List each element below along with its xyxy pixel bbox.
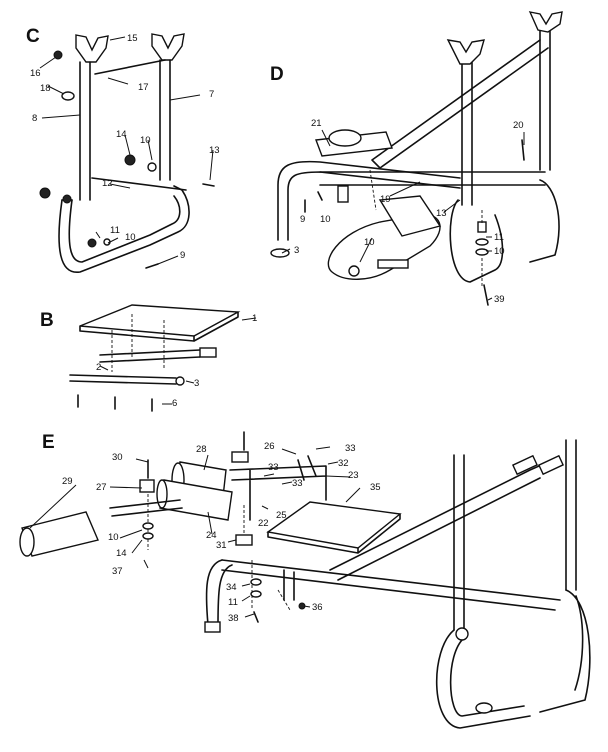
section-d-label: D [270, 64, 284, 85]
e-callout: 22 [258, 518, 269, 529]
c-callout: 9 [180, 250, 185, 261]
d-callout: 19 [380, 194, 391, 205]
d-callout: 10 [494, 246, 505, 257]
b-callout: 1 [252, 313, 257, 324]
d-callout: 10 [364, 237, 375, 248]
d-callout: 39 [494, 294, 505, 305]
e-base-frame [221, 559, 561, 611]
d-callout: 11 [494, 232, 504, 243]
d-left-cradle [446, 39, 485, 65]
c-left-cradle [75, 34, 109, 63]
e-callout: 23 [348, 470, 359, 481]
e-callout: 11 [228, 597, 238, 608]
e-callout: 33 [292, 478, 303, 489]
section-c-label: C [26, 26, 40, 47]
c-callout: 11 [110, 225, 120, 236]
c-callout: 17 [138, 82, 149, 93]
c-callout: 7 [209, 89, 214, 100]
e-callout: 38 [228, 613, 239, 624]
c-callout: 10 [125, 232, 136, 243]
c-base-frame [58, 189, 190, 273]
c-right-cradle [151, 33, 185, 61]
c-callout: 13 [209, 145, 220, 156]
e-callout: 33 [268, 462, 279, 473]
c-callout: 16 [30, 68, 41, 79]
b-callout: 3 [194, 378, 199, 389]
e-callout: 26 [264, 441, 275, 452]
c-bracket-18 [61, 91, 75, 101]
c-callout: 15 [127, 33, 138, 44]
c-nut-14 [124, 154, 136, 166]
e-callout: 24 [206, 530, 217, 541]
section-d: D 21 20 9 10 19 13 [270, 11, 563, 306]
e-callout: 31 [216, 540, 227, 551]
c-callout: 12 [102, 178, 113, 189]
section-e-label: E [42, 432, 55, 453]
d-callout: 9 [300, 214, 305, 225]
d-callout: 10 [320, 214, 331, 225]
e-callout: 33 [345, 443, 356, 454]
section-c: C 15 16 18 17 7 8 14 10 13 [26, 26, 220, 273]
e-callout: 30 [112, 452, 123, 463]
d-foot-cap [270, 248, 290, 258]
e-callout: 36 [312, 602, 323, 613]
section-b: B 1 2 3 6 [40, 304, 257, 412]
e-callout: 14 [116, 548, 127, 559]
section-e: E [19, 431, 591, 729]
c-cross-rod-top [94, 59, 166, 75]
e-callout: 35 [370, 482, 381, 493]
b-callout: 2 [96, 362, 101, 373]
e-callout: 37 [112, 566, 123, 577]
d-callout: 21 [311, 118, 322, 129]
d-callout: 13 [436, 208, 447, 219]
e-callout: 29 [62, 476, 73, 487]
e-callout: 28 [196, 444, 207, 455]
section-b-label: B [40, 310, 54, 331]
c-left-upright [79, 61, 91, 201]
e-callout: 10 [108, 532, 119, 543]
c-callout: 10 [140, 135, 151, 146]
e-callout: 25 [276, 510, 287, 521]
d-incline-beam [371, 39, 549, 169]
c-right-upright [159, 59, 171, 181]
c-callout: 14 [116, 129, 127, 140]
d-callout: 3 [294, 245, 299, 256]
b-seat-board [79, 304, 241, 337]
e-callout: 32 [338, 458, 349, 469]
d-callout: 20 [513, 120, 524, 131]
c-callout: 18 [40, 83, 51, 94]
e-callout: 34 [226, 582, 237, 593]
b-callout: 6 [172, 398, 177, 409]
e-callout: 27 [96, 482, 107, 493]
b-bracket [99, 349, 201, 363]
c-callout: 8 [32, 113, 37, 124]
c-cross-rod-bottom [91, 177, 187, 191]
